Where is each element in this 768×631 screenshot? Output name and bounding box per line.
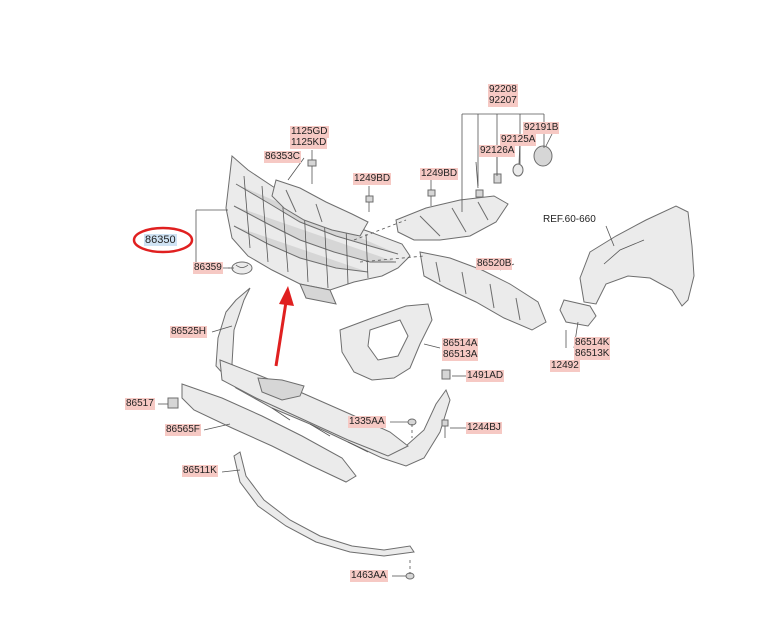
label-92125a: 92125A <box>500 134 537 146</box>
label-1125gd: 1125GD <box>290 126 329 138</box>
side-cover <box>339 303 433 381</box>
label-1335aa: 1335AA <box>348 416 386 428</box>
lower-skid <box>181 383 357 483</box>
lower-strip <box>233 451 415 557</box>
label-86513a: 86513A <box>442 349 479 361</box>
label-1244bj: 1244BJ <box>466 422 502 434</box>
label-86513k: 86513K <box>574 348 611 360</box>
label-86525h: 86525H <box>170 326 208 338</box>
label-86517: 86517 <box>125 398 155 410</box>
label-86511k: 86511K <box>182 465 218 477</box>
sensor-parts <box>475 145 553 198</box>
sensor-bracket <box>395 195 509 241</box>
label-12492: 12492 <box>550 360 580 372</box>
label-1491ad: 1491AD <box>466 370 505 382</box>
label-86520b: 86520B <box>476 258 513 270</box>
side-lamp <box>559 299 597 327</box>
red-arrow <box>274 286 294 367</box>
label-92207: 92207 <box>488 95 518 107</box>
screw-1125 <box>307 159 317 184</box>
label-1125kd: 1125KD <box>290 137 328 149</box>
label-86350: 86350 <box>144 234 177 246</box>
label-86514k: 86514K <box>574 337 611 349</box>
label-86514a: 86514A <box>442 338 479 350</box>
highlight-ring <box>132 226 194 254</box>
emblem <box>231 261 253 275</box>
bolt-1249bd-right <box>427 189 436 206</box>
label-ref-60-660: REF.60-660 <box>543 214 596 225</box>
label-86353c: 86353C <box>264 151 302 163</box>
fender <box>579 205 695 307</box>
label-92191b: 92191B <box>523 122 560 134</box>
label-1249bd-right: 1249BD <box>420 168 459 180</box>
fastener-1244bj <box>441 419 449 438</box>
bolt-1249bd-left <box>365 195 374 212</box>
label-92126a: 92126A <box>479 145 516 157</box>
label-1463aa: 1463AA <box>350 570 388 582</box>
small-cover-86517 <box>167 397 179 409</box>
grille-bracket <box>271 179 369 237</box>
label-1249bd-left: 1249BD <box>353 173 392 185</box>
label-86359: 86359 <box>193 262 223 274</box>
label-86565f: 86565F <box>165 424 201 436</box>
fastener-1491ad <box>441 369 451 380</box>
label-92208: 92208 <box>488 84 518 96</box>
bumper-cover <box>215 287 451 467</box>
